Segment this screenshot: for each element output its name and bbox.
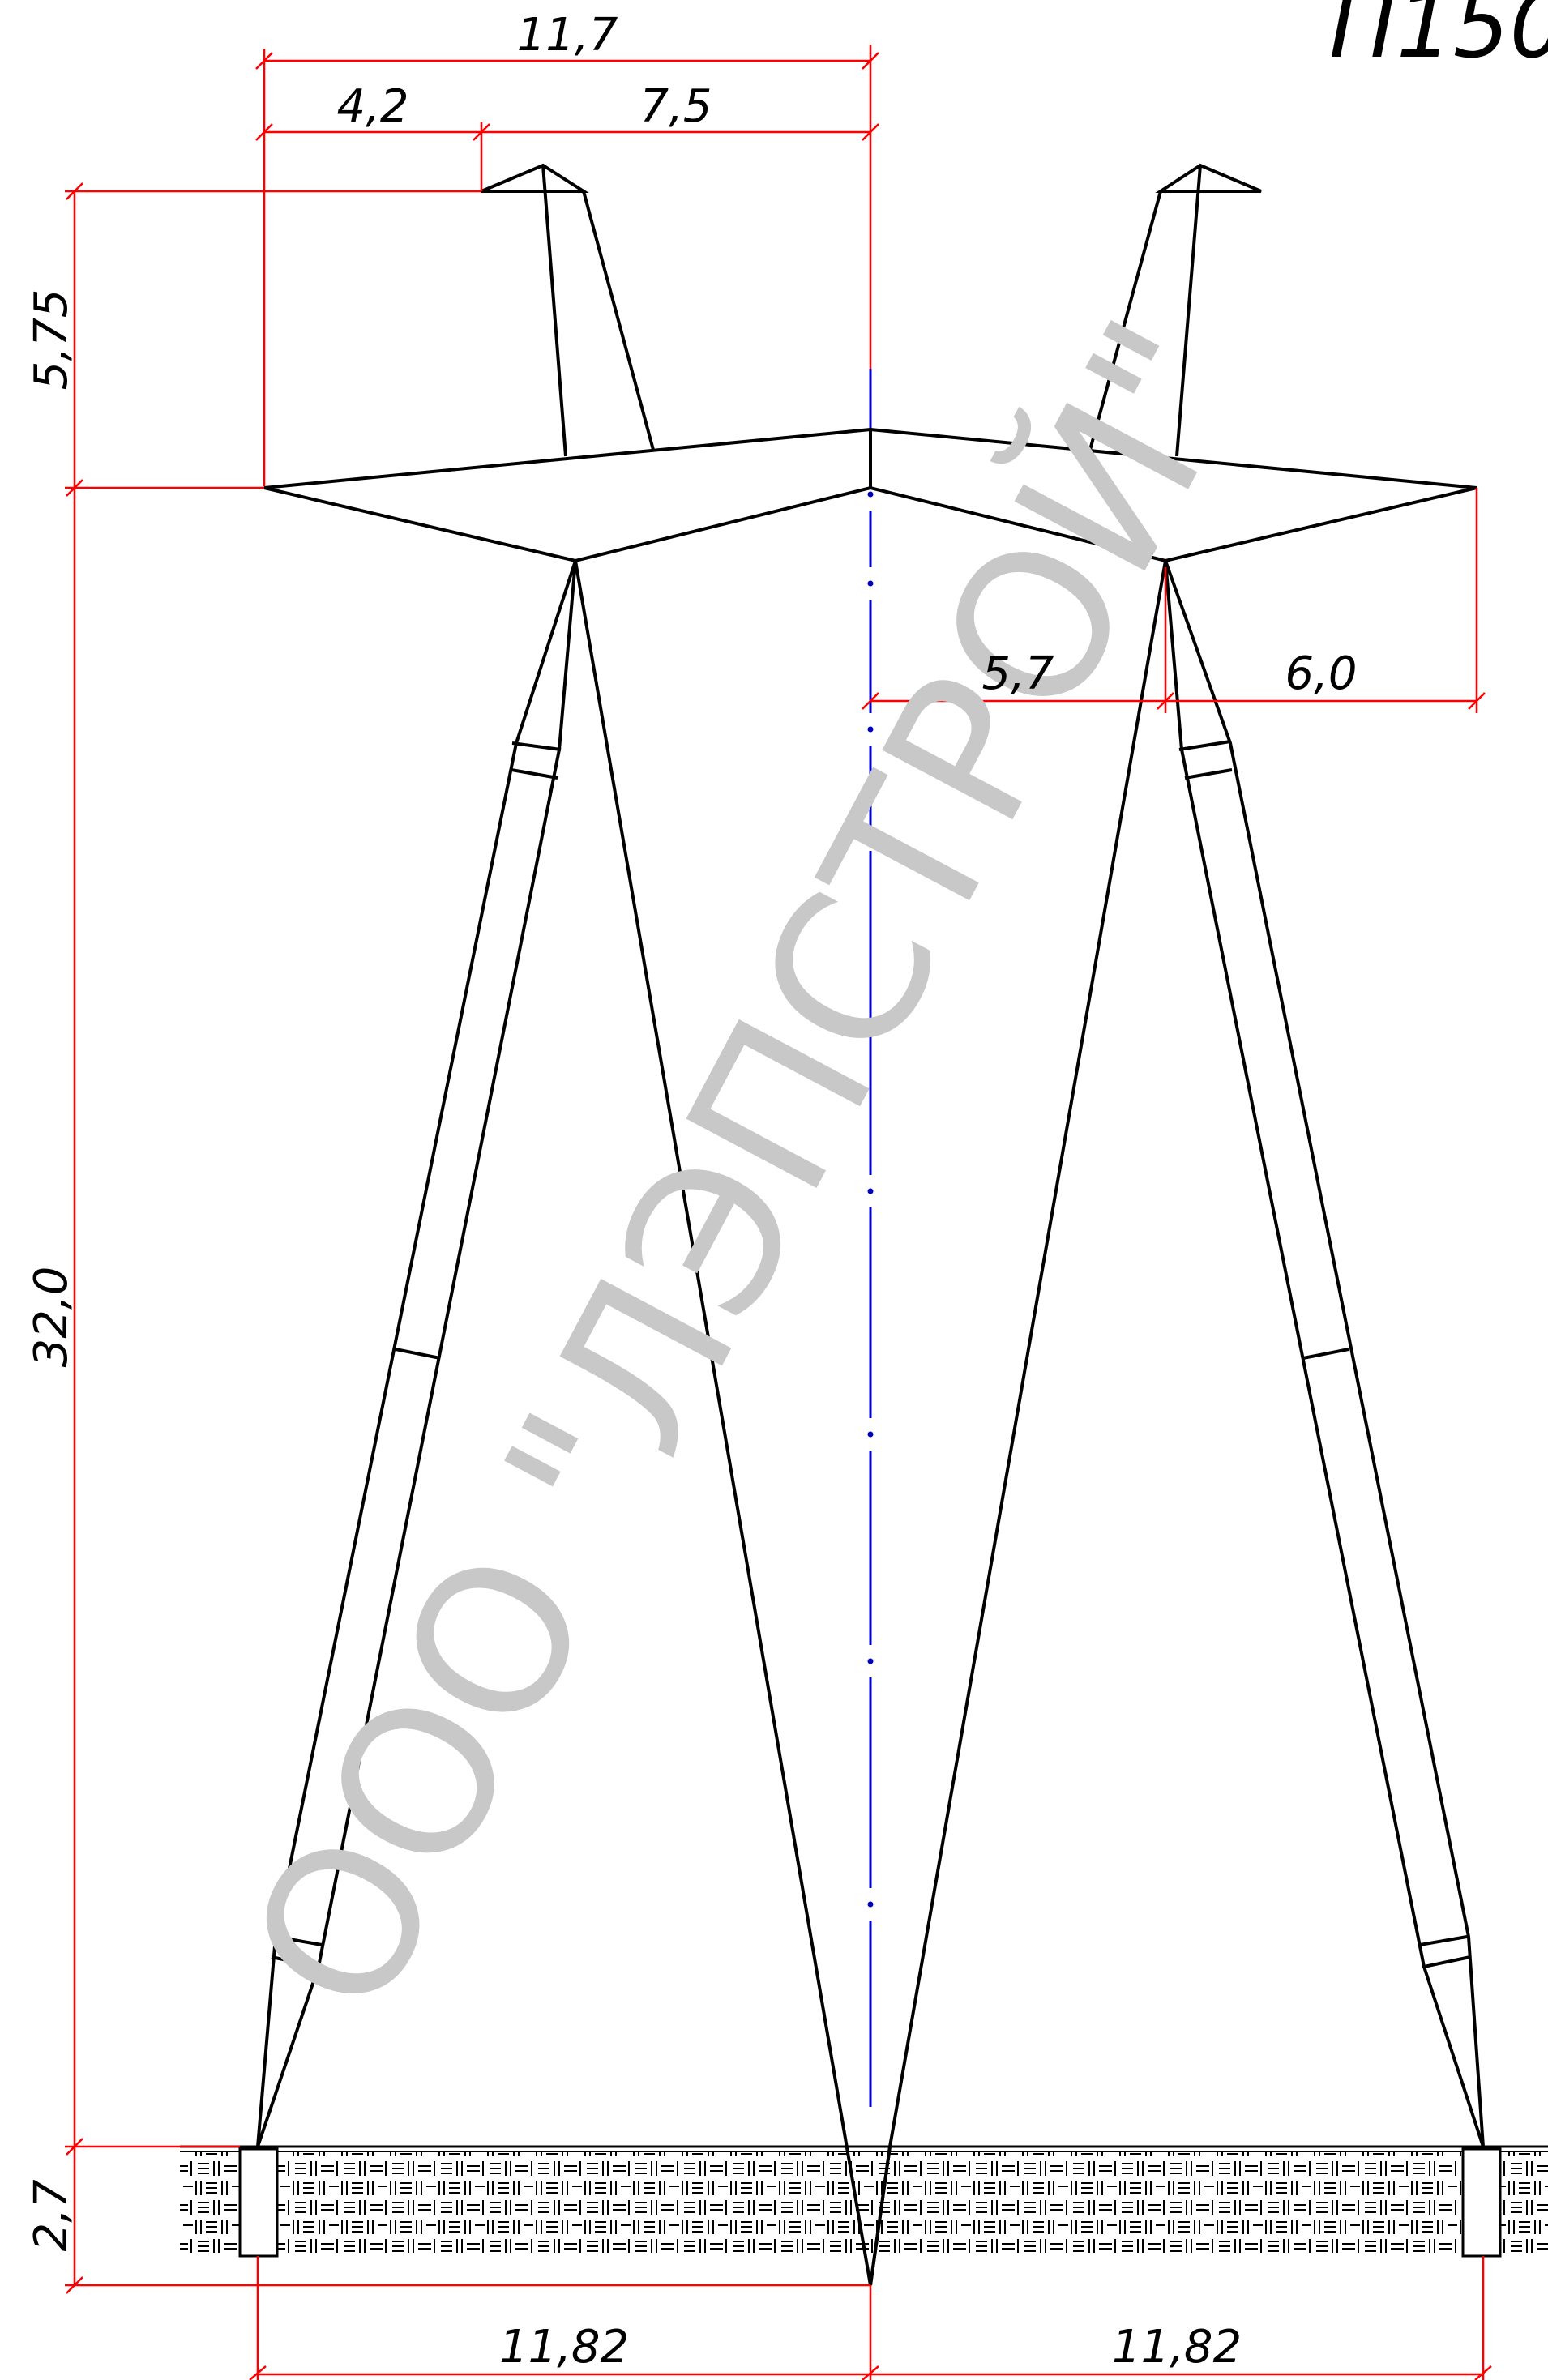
left-outer-leg [256, 560, 577, 2147]
dim-embed-depth: 2,7 [25, 2179, 78, 2251]
right-peak [1088, 163, 1262, 457]
dim-right-arm-inner: 5,7 [981, 647, 1054, 700]
dimension-lines [65, 45, 1492, 2380]
center-axis [867, 369, 874, 2107]
dim-top-total: 11,7 [517, 9, 618, 62]
dim-top-left: 4,2 [336, 80, 408, 133]
dim-base-right: 11,82 [1112, 2321, 1242, 2374]
left-foundation [238, 2147, 279, 2258]
dim-right-arm-outer: 6,0 [1285, 647, 1357, 700]
watermark-text: ООО "ЛЭПСТРОЙ" [204, 284, 1292, 2049]
dim-base-left: 11,82 [499, 2321, 629, 2374]
left-peak [481, 163, 655, 457]
right-outer-leg [1164, 560, 1485, 2147]
dim-tower-height: 32,0 [25, 1267, 78, 1368]
ground [180, 2145, 1548, 2258]
dim-top-right: 7,5 [639, 80, 712, 133]
right-inner-leg [869, 560, 1167, 2286]
right-foundation [1461, 2147, 1502, 2258]
dim-peak-height: 5,75 [25, 289, 78, 391]
tower-type-title: П150 [1329, 0, 1548, 78]
soil-hatch [180, 2151, 1548, 2253]
